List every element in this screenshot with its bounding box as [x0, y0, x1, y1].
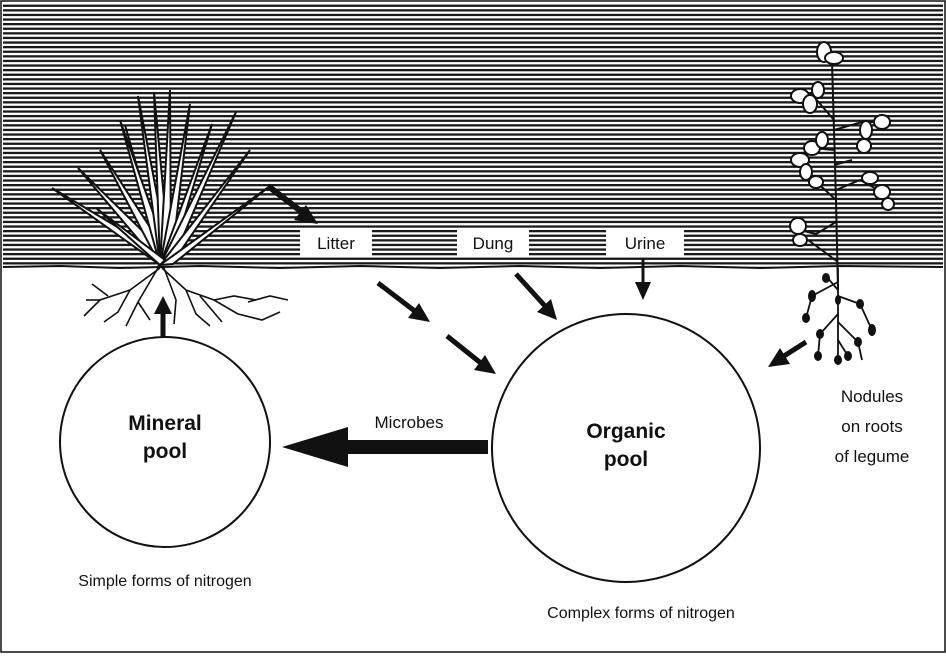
legume-label-line3: of legume — [835, 447, 910, 466]
urine-label: Urine — [625, 234, 666, 253]
mineral-pool-title-line1: Mineral — [128, 412, 202, 435]
mineral-pool-title-line2: pool — [143, 440, 187, 463]
litter-label: Litter — [317, 234, 355, 253]
organic-pool-title-line1: Organic — [586, 420, 666, 443]
dung-label: Dung — [473, 234, 514, 253]
organic-pool-title-line2: pool — [604, 448, 648, 471]
legume-label-line1: Nodules — [841, 387, 903, 406]
mineral-pool-caption: Simple forms of nitrogen — [78, 573, 251, 590]
organic-pool-caption: Complex forms of nitrogen — [547, 605, 735, 622]
microbes-label: Microbes — [375, 413, 444, 432]
legume-label-line2: on roots — [841, 417, 902, 436]
